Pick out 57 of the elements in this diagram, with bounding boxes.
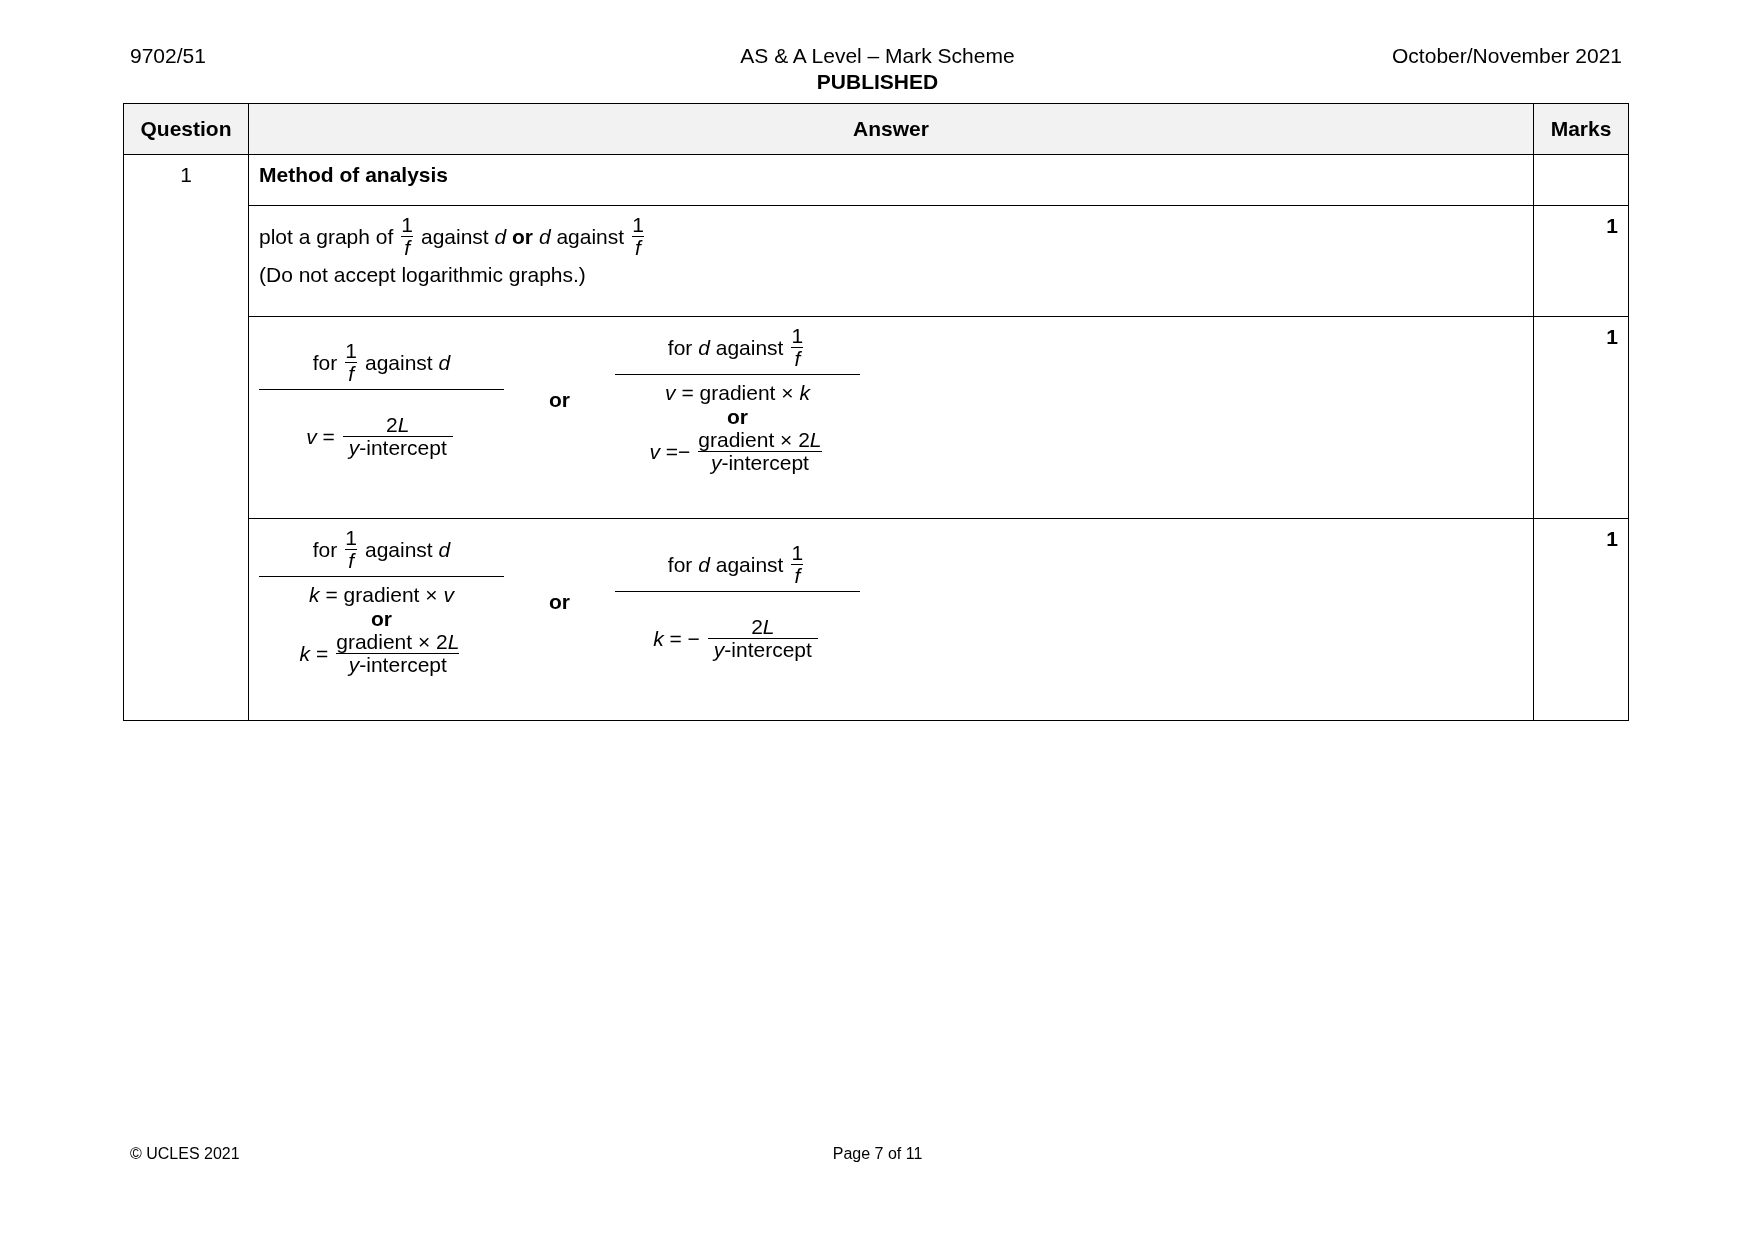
fraction-numerator: 1 — [345, 340, 357, 363]
fraction-numerator: 1 — [791, 325, 804, 348]
or-connector: or — [549, 387, 570, 412]
fraction-denominator: f — [345, 362, 357, 386]
or-connector: or — [727, 405, 748, 430]
answer-text: (Do not accept logarithmic graphs.) — [259, 263, 587, 288]
footer-text: © UCLES 2021 — [130, 1145, 240, 1163]
formula-text: v = — [306, 424, 335, 449]
fraction-denominator: f — [632, 236, 644, 260]
mark-value: 1 — [1606, 325, 1618, 348]
fraction-numerator: 1 — [345, 527, 357, 550]
header-text: PUBLISHED — [815, 70, 940, 94]
column-header: Question — [140, 117, 232, 140]
mark-value: 1 — [1606, 527, 1618, 550]
header-text: October/November 2021 — [1391, 44, 1622, 68]
fraction-denominator: f — [345, 549, 357, 573]
answer-text: plot a graph of — [259, 224, 394, 249]
formula-text: k = gradient × v — [309, 583, 454, 608]
fraction-denominator: y-intercept — [707, 638, 818, 662]
formula-text: gradient × 2 — [336, 630, 448, 654]
section-heading: Method of analysis — [259, 163, 449, 186]
formula-text: for d against — [667, 335, 784, 360]
column-header: Marks — [1550, 117, 1612, 140]
fraction-numerator: 1 — [401, 214, 413, 237]
formula-text: for — [312, 350, 338, 375]
or-connector: or — [371, 607, 392, 632]
header-text: AS & A Level – Mark Scheme — [739, 44, 1016, 68]
formula-text: L — [809, 428, 822, 452]
formula-text: against d — [364, 537, 451, 562]
fraction-denominator: f — [791, 347, 804, 371]
formula-text: L — [397, 413, 410, 437]
mark-value: 1 — [1606, 214, 1618, 237]
formula-text: v =− — [649, 439, 691, 464]
or-connector: or — [549, 589, 570, 614]
question-number: 1 — [180, 163, 192, 186]
header-text: 9702/51 — [130, 44, 206, 68]
formula-text: gradient × 2 — [698, 428, 810, 452]
formula-text: 2 — [751, 615, 763, 639]
fraction-denominator: y-intercept — [342, 436, 453, 460]
fraction-numerator: 1 — [791, 542, 804, 565]
fraction-denominator: f — [401, 236, 413, 260]
formula-text: for — [312, 537, 338, 562]
formula-text: 2 — [386, 413, 398, 437]
fraction-denominator: y-intercept — [336, 653, 460, 677]
formula-text: against d — [364, 350, 451, 375]
formula-text: L — [447, 630, 460, 654]
formula-text: L — [762, 615, 775, 639]
fraction-numerator: 1 — [632, 214, 644, 237]
formula-text: k = − — [653, 626, 700, 651]
footer-text: Page 7 of 11 — [831, 1145, 924, 1163]
answer-text: against d or d against — [420, 224, 625, 249]
formula-text: for d against — [667, 552, 784, 577]
fraction-denominator: f — [791, 564, 804, 588]
formula-text: k = — [299, 641, 329, 666]
fraction-denominator: y-intercept — [698, 451, 822, 475]
column-header: Answer — [853, 117, 929, 140]
formula-text: v = gradient × k — [665, 381, 810, 406]
